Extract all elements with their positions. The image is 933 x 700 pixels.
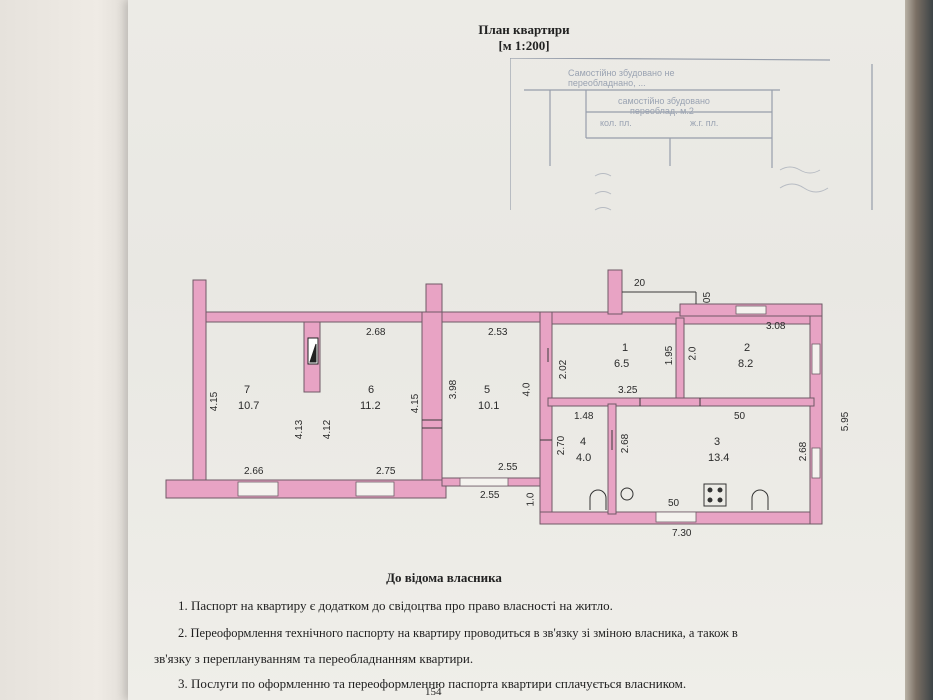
chimney-stub: [425, 283, 443, 313]
window-6: [811, 343, 821, 375]
dim-270: 2.70: [556, 435, 568, 456]
window-7: [811, 447, 821, 479]
dim-268-mid: 2.68: [620, 433, 632, 454]
paragraph-3: 3. Послуги по оформленню та переоформлен…: [178, 676, 687, 691]
stamp-text-2: переобладнано, ...: [568, 78, 646, 88]
toilet-icon: [589, 489, 607, 510]
stamp-text-5: кол. пл.: [600, 118, 632, 128]
thick-partition: [421, 311, 443, 483]
dim-325: 3.25: [618, 385, 638, 396]
dim-398: 3.98: [448, 379, 460, 400]
dim-10: 1.0: [525, 492, 537, 507]
paragraph-1: 1. Паспорт на квартиру є додатком до сві…: [178, 598, 613, 613]
stamp-text-3: самостійно збудовано: [618, 96, 710, 106]
boiler-icon: [620, 487, 634, 501]
top-wall-left: [205, 311, 541, 323]
binding-edge: [905, 0, 933, 700]
dim-202: 2.02: [558, 359, 570, 380]
stamp-frame: [509, 57, 873, 211]
stamp-text-1: Самостійно збудовано не: [568, 68, 675, 78]
floor-plan: [165, 269, 823, 525]
window-5: [735, 305, 767, 315]
dim-415-mid: 4.15: [410, 393, 422, 414]
room-4-area: 4.0: [576, 452, 592, 464]
right-block-right-wall: [809, 303, 823, 525]
window-3: [459, 477, 509, 487]
dim-50-bottom: 50: [668, 498, 680, 509]
plan-title: План квартири: [478, 22, 570, 37]
window-1: [237, 481, 279, 497]
dim-top-308: 3.08: [766, 321, 786, 332]
dim-195: 1.95: [664, 345, 676, 366]
stove: [307, 337, 319, 365]
dim-top-253: 2.53: [488, 327, 508, 338]
dim-266: 2.66: [244, 466, 264, 477]
notice-heading: До відома власника: [386, 570, 502, 585]
partition-1-2: [675, 317, 685, 403]
room-1-number: 1: [622, 342, 629, 354]
room-2-area: 8.2: [738, 358, 754, 370]
right-block-left-wall: [539, 311, 553, 525]
bottom-wall-left: [165, 479, 447, 499]
dim-05: 05: [702, 291, 714, 304]
dim-top-268: 2.68: [366, 327, 386, 338]
room-3-area: 13.4: [708, 452, 730, 464]
window-4: [655, 511, 697, 523]
dim-20b: 2.0: [687, 346, 699, 361]
window-2: [355, 481, 395, 497]
dim-255-lower: 2.55: [480, 490, 500, 501]
dim-730: 7.30: [672, 528, 692, 539]
top-chimney: [607, 269, 623, 315]
dim-40: 4.0: [521, 382, 533, 397]
dim-412: 4.12: [322, 419, 334, 440]
stamp-text-6: ж.г. пл.: [690, 118, 719, 128]
dim-595: 5.95: [840, 411, 852, 432]
room-4-number: 4: [580, 436, 587, 448]
dim-20: 20: [634, 278, 646, 289]
plan-scale: [м 1:200]: [498, 38, 550, 53]
sink-icon: [751, 489, 769, 510]
paragraph-2-line-1: 2. Переоформлення технічного паспорту на…: [178, 626, 738, 640]
stamp-text-4: переоблад. м.2: [630, 106, 694, 116]
room-5-number: 5: [484, 384, 491, 396]
room-5-area: 10.1: [478, 400, 500, 412]
dim-148: 1.48: [574, 411, 594, 422]
paper-sheet: [128, 0, 920, 700]
horizontal-partition: [547, 397, 815, 407]
left-facing-page: [0, 0, 140, 700]
room-6-area: 11.2: [360, 400, 381, 412]
room-2-number: 2: [744, 342, 751, 354]
partition-3-4: [607, 403, 617, 515]
dim-268-right: 2.68: [798, 441, 810, 462]
room-6-number: 6: [368, 384, 375, 396]
room-3-number: 3: [714, 436, 721, 448]
stamp-area: Самостійно збудовано не переобладнано, .…: [509, 57, 882, 220]
dim-275: 2.75: [376, 466, 396, 477]
room-7-area: 10.7: [238, 400, 260, 412]
paragraph-2-line-2: зв'язку з переплануванням та переобладна…: [154, 651, 474, 666]
stove-mark: [309, 343, 317, 363]
dim-255-upper: 2.55: [498, 462, 518, 473]
page-number: 154: [425, 686, 442, 698]
room-1-area: 6.5: [614, 358, 630, 370]
left-wall: [192, 279, 207, 481]
dim-415-left: 4.15: [209, 391, 221, 412]
room-7-number: 7: [244, 384, 251, 396]
dim-413: 4.13: [294, 419, 306, 440]
dim-50-top: 50: [734, 411, 746, 422]
cooker-icon: [703, 483, 727, 507]
